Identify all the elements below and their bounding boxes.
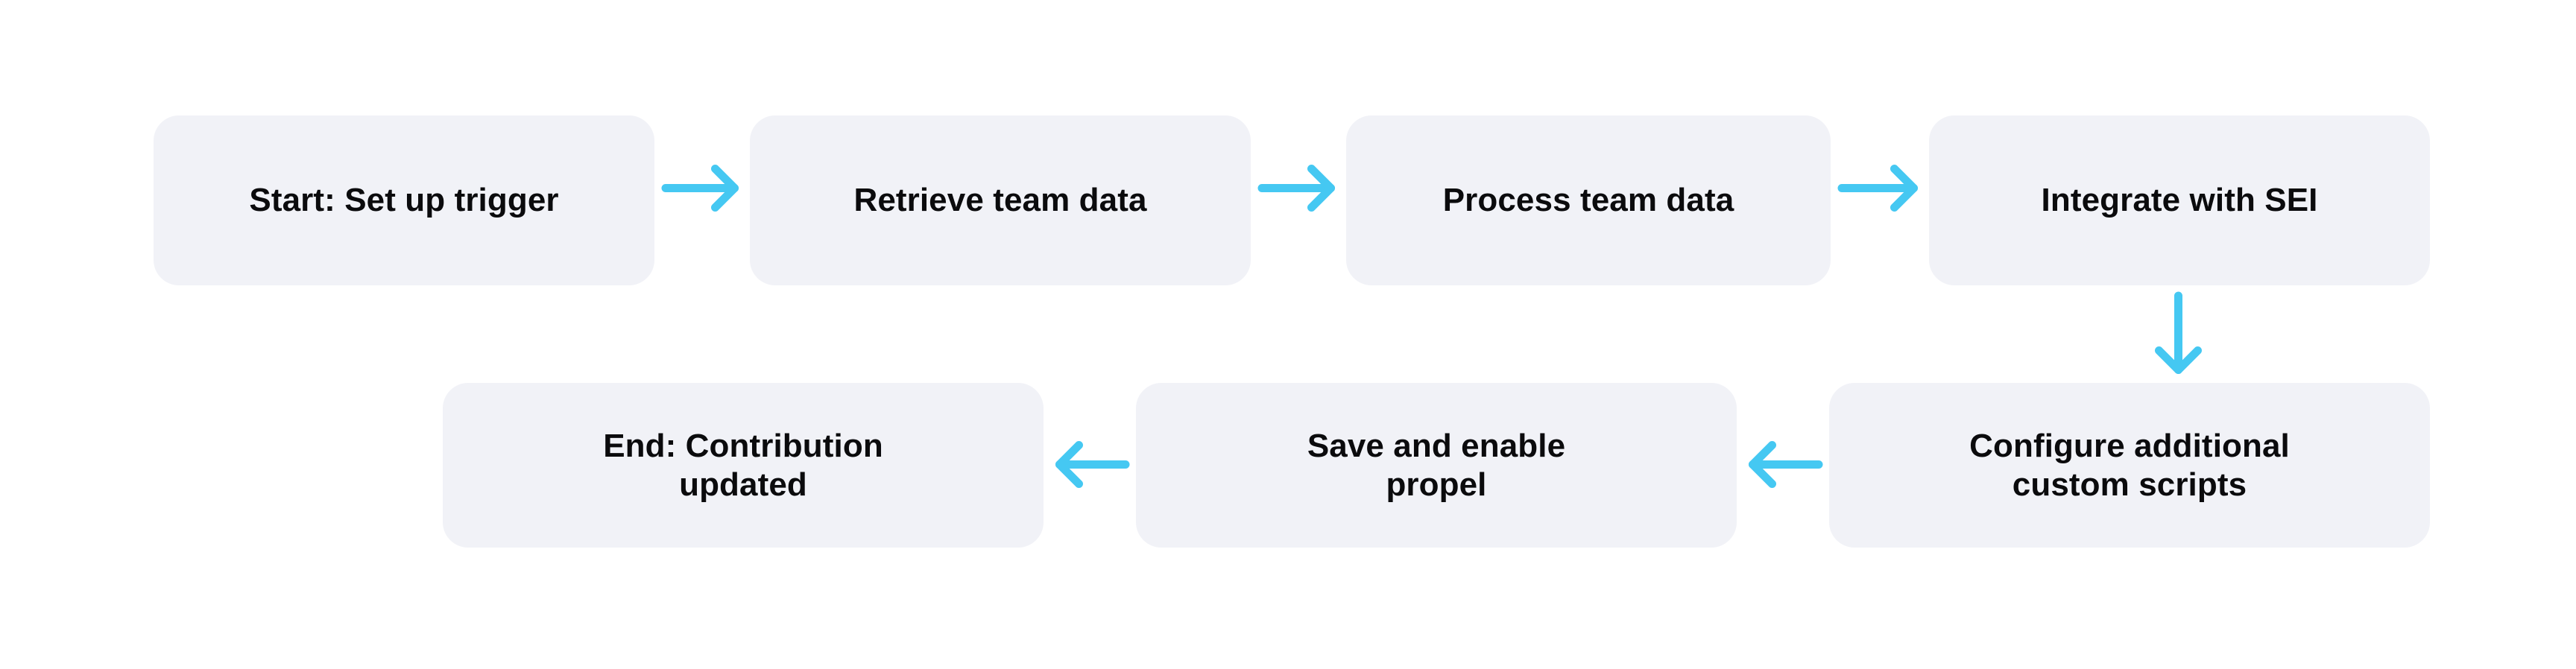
flow-node-label: Process team data (1442, 182, 1734, 219)
flow-arrow-edge-integrate-to-configure (2152, 291, 2205, 374)
flow-arrow-edge-start-to-retrieve (661, 162, 739, 215)
flow-node-label: Integrate with SEI (2041, 182, 2318, 219)
flow-node-start-set-up-trigger[interactable]: Start: Set up trigger (154, 115, 654, 285)
flow-node-process-team-data[interactable]: Process team data (1346, 115, 1831, 285)
flow-node-label: End: Contribution updated (603, 427, 883, 503)
flow-node-configure-additional-custom-scripts[interactable]: Configure additional custom scripts (1829, 383, 2430, 548)
flow-arrow-edge-save-to-end (1055, 438, 1130, 491)
flow-node-retrieve-team-data[interactable]: Retrieve team data (750, 115, 1251, 285)
flow-node-label: Start: Set up trigger (249, 182, 559, 219)
flow-node-label: Configure additional custom scripts (1969, 427, 2290, 503)
flow-node-integrate-with-sei[interactable]: Integrate with SEI (1929, 115, 2430, 285)
flow-arrow-edge-retrieve-to-process (1257, 162, 1335, 215)
flow-node-label: Save and enable propel (1307, 427, 1566, 503)
flow-node-save-and-enable-propel[interactable]: Save and enable propel (1136, 383, 1737, 548)
flow-arrow-edge-process-to-integrate (1837, 162, 1918, 215)
flow-node-end-contribution-updated[interactable]: End: Contribution updated (443, 383, 1044, 548)
flow-arrow-edge-configure-to-save (1749, 438, 1823, 491)
flow-node-label: Retrieve team data (853, 182, 1147, 219)
